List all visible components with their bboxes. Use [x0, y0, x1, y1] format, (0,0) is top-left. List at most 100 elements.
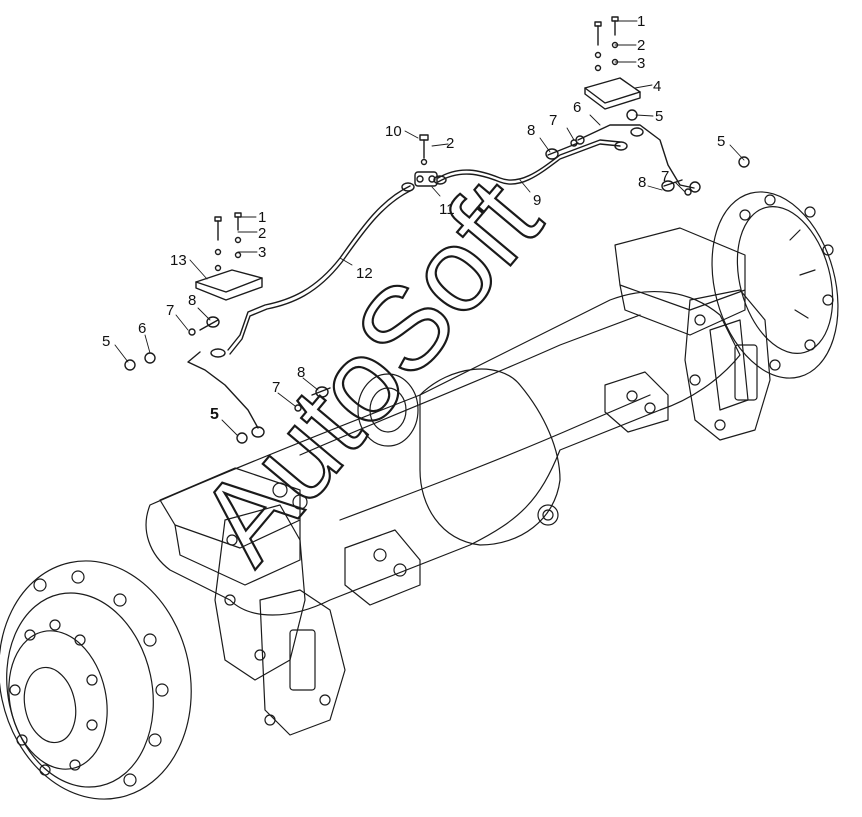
fitting — [614, 141, 628, 151]
hub-right-bolt — [822, 294, 834, 306]
pad-hole-1 — [272, 482, 288, 498]
callout-13: 13 — [170, 252, 187, 269]
axle-housing — [145, 291, 741, 616]
washer — [294, 404, 302, 412]
caliper-bolt — [319, 694, 331, 706]
hub-left-face — [8, 630, 108, 770]
brake-line-assembly — [114, 16, 750, 444]
hub-right-bolt — [739, 209, 751, 221]
hub-right-rib — [794, 309, 809, 319]
callout-5: 5 — [102, 333, 110, 350]
pad-hole-2 — [292, 494, 308, 510]
hub-left-stud — [16, 734, 28, 746]
bracket-hole-4 — [644, 402, 656, 414]
bracket-hole-2 — [393, 563, 407, 577]
washer — [684, 188, 692, 196]
hub-left-bolt — [113, 593, 127, 607]
caliper-right-window — [734, 344, 758, 401]
callout-7: 7 — [661, 168, 669, 185]
callout-6: 6 — [573, 99, 581, 116]
callout-7: 7 — [166, 302, 174, 319]
fitting — [251, 426, 265, 438]
washer — [626, 109, 638, 121]
hose-end — [206, 316, 220, 328]
axle-tube-bottom — [339, 394, 651, 521]
caliper-bolt — [694, 314, 706, 326]
caliper-bolt — [264, 714, 276, 726]
wheel-hub-right — [711, 191, 839, 379]
hub-left-outer — [0, 560, 192, 800]
hose-end — [315, 386, 329, 398]
leader-lines — [114, 20, 745, 437]
hub-right-outer — [711, 191, 839, 379]
brake-pipe-6-right — [577, 124, 695, 189]
hub-left-bolt — [143, 633, 157, 647]
hose-end — [545, 148, 559, 160]
brake-pipe-6-left — [187, 351, 259, 429]
washer — [236, 432, 248, 444]
callout-4: 4 — [653, 78, 661, 95]
callout-2: 2 — [446, 135, 454, 152]
brake-pipe-9 — [437, 139, 621, 181]
hub-left-stud — [74, 634, 86, 646]
caliper-left-detail — [259, 589, 346, 736]
washer — [188, 328, 196, 336]
callout-11: 11 — [439, 201, 455, 218]
callout-labels: 1 2 3 4 5 6 7 8 10 2 9 11 5 8 7 1 2 3 13… — [102, 13, 725, 423]
hub-left-bolt — [123, 773, 137, 787]
callout-5: 5 — [655, 108, 663, 125]
hub-left-ring — [6, 592, 154, 788]
watermark-text: AutoSoft — [174, 155, 566, 587]
hub-left-bolt — [155, 683, 169, 697]
bolt-10 — [419, 134, 429, 159]
caliper-bolt — [254, 649, 266, 661]
wheel-hub-left — [0, 560, 192, 800]
callout-7: 7 — [272, 379, 280, 396]
hub-left-stud — [39, 764, 51, 776]
hub-right-bolt — [764, 194, 776, 206]
hose-end — [661, 180, 675, 192]
differential-flange-inner — [369, 387, 407, 433]
washer — [738, 156, 750, 168]
callout-9: 9 — [533, 192, 541, 209]
callout-8: 8 — [527, 122, 535, 139]
brake-pipe-9-b — [437, 143, 621, 185]
hub-left-stud — [24, 629, 36, 641]
callout-3: 3 — [258, 244, 266, 261]
callout-1: 1 — [637, 13, 645, 30]
brake-caliper-right — [684, 289, 771, 441]
hub-right-bolt — [804, 339, 816, 351]
bracket-hole-1 — [373, 548, 387, 562]
axle-assembly — [0, 191, 839, 800]
bracket-hole-3 — [626, 390, 638, 402]
washer — [144, 352, 156, 364]
axle-tube-top — [299, 314, 641, 456]
callout-10: 10 — [385, 123, 402, 140]
washer-2 — [420, 158, 428, 166]
lower-bracket-left — [344, 529, 421, 606]
caliper-right-detail — [709, 319, 749, 411]
callout-12: 12 — [356, 265, 373, 282]
callout-8: 8 — [638, 174, 646, 191]
hub-left-stud — [86, 674, 98, 686]
caliper-left-window — [289, 629, 316, 691]
callout-2: 2 — [637, 37, 645, 54]
callout-8: 8 — [297, 364, 305, 381]
callout-3: 3 — [637, 55, 645, 72]
callout-2: 2 — [258, 225, 266, 242]
hub-right-bolt — [822, 244, 834, 256]
caliper-bolt — [689, 374, 701, 386]
differential-housing — [419, 368, 561, 546]
hub-right-inner — [736, 206, 834, 354]
callout-1: 1 — [258, 209, 266, 226]
hub-left-bolt — [71, 570, 85, 584]
mounting-plate-left — [195, 212, 263, 301]
hub-left-bolt — [148, 733, 162, 747]
hub-left-center — [23, 666, 77, 744]
hub-right-bolt — [804, 206, 816, 218]
fitting — [210, 348, 226, 358]
mounting-plate-right — [584, 16, 641, 110]
caliper-bolt — [714, 419, 726, 431]
